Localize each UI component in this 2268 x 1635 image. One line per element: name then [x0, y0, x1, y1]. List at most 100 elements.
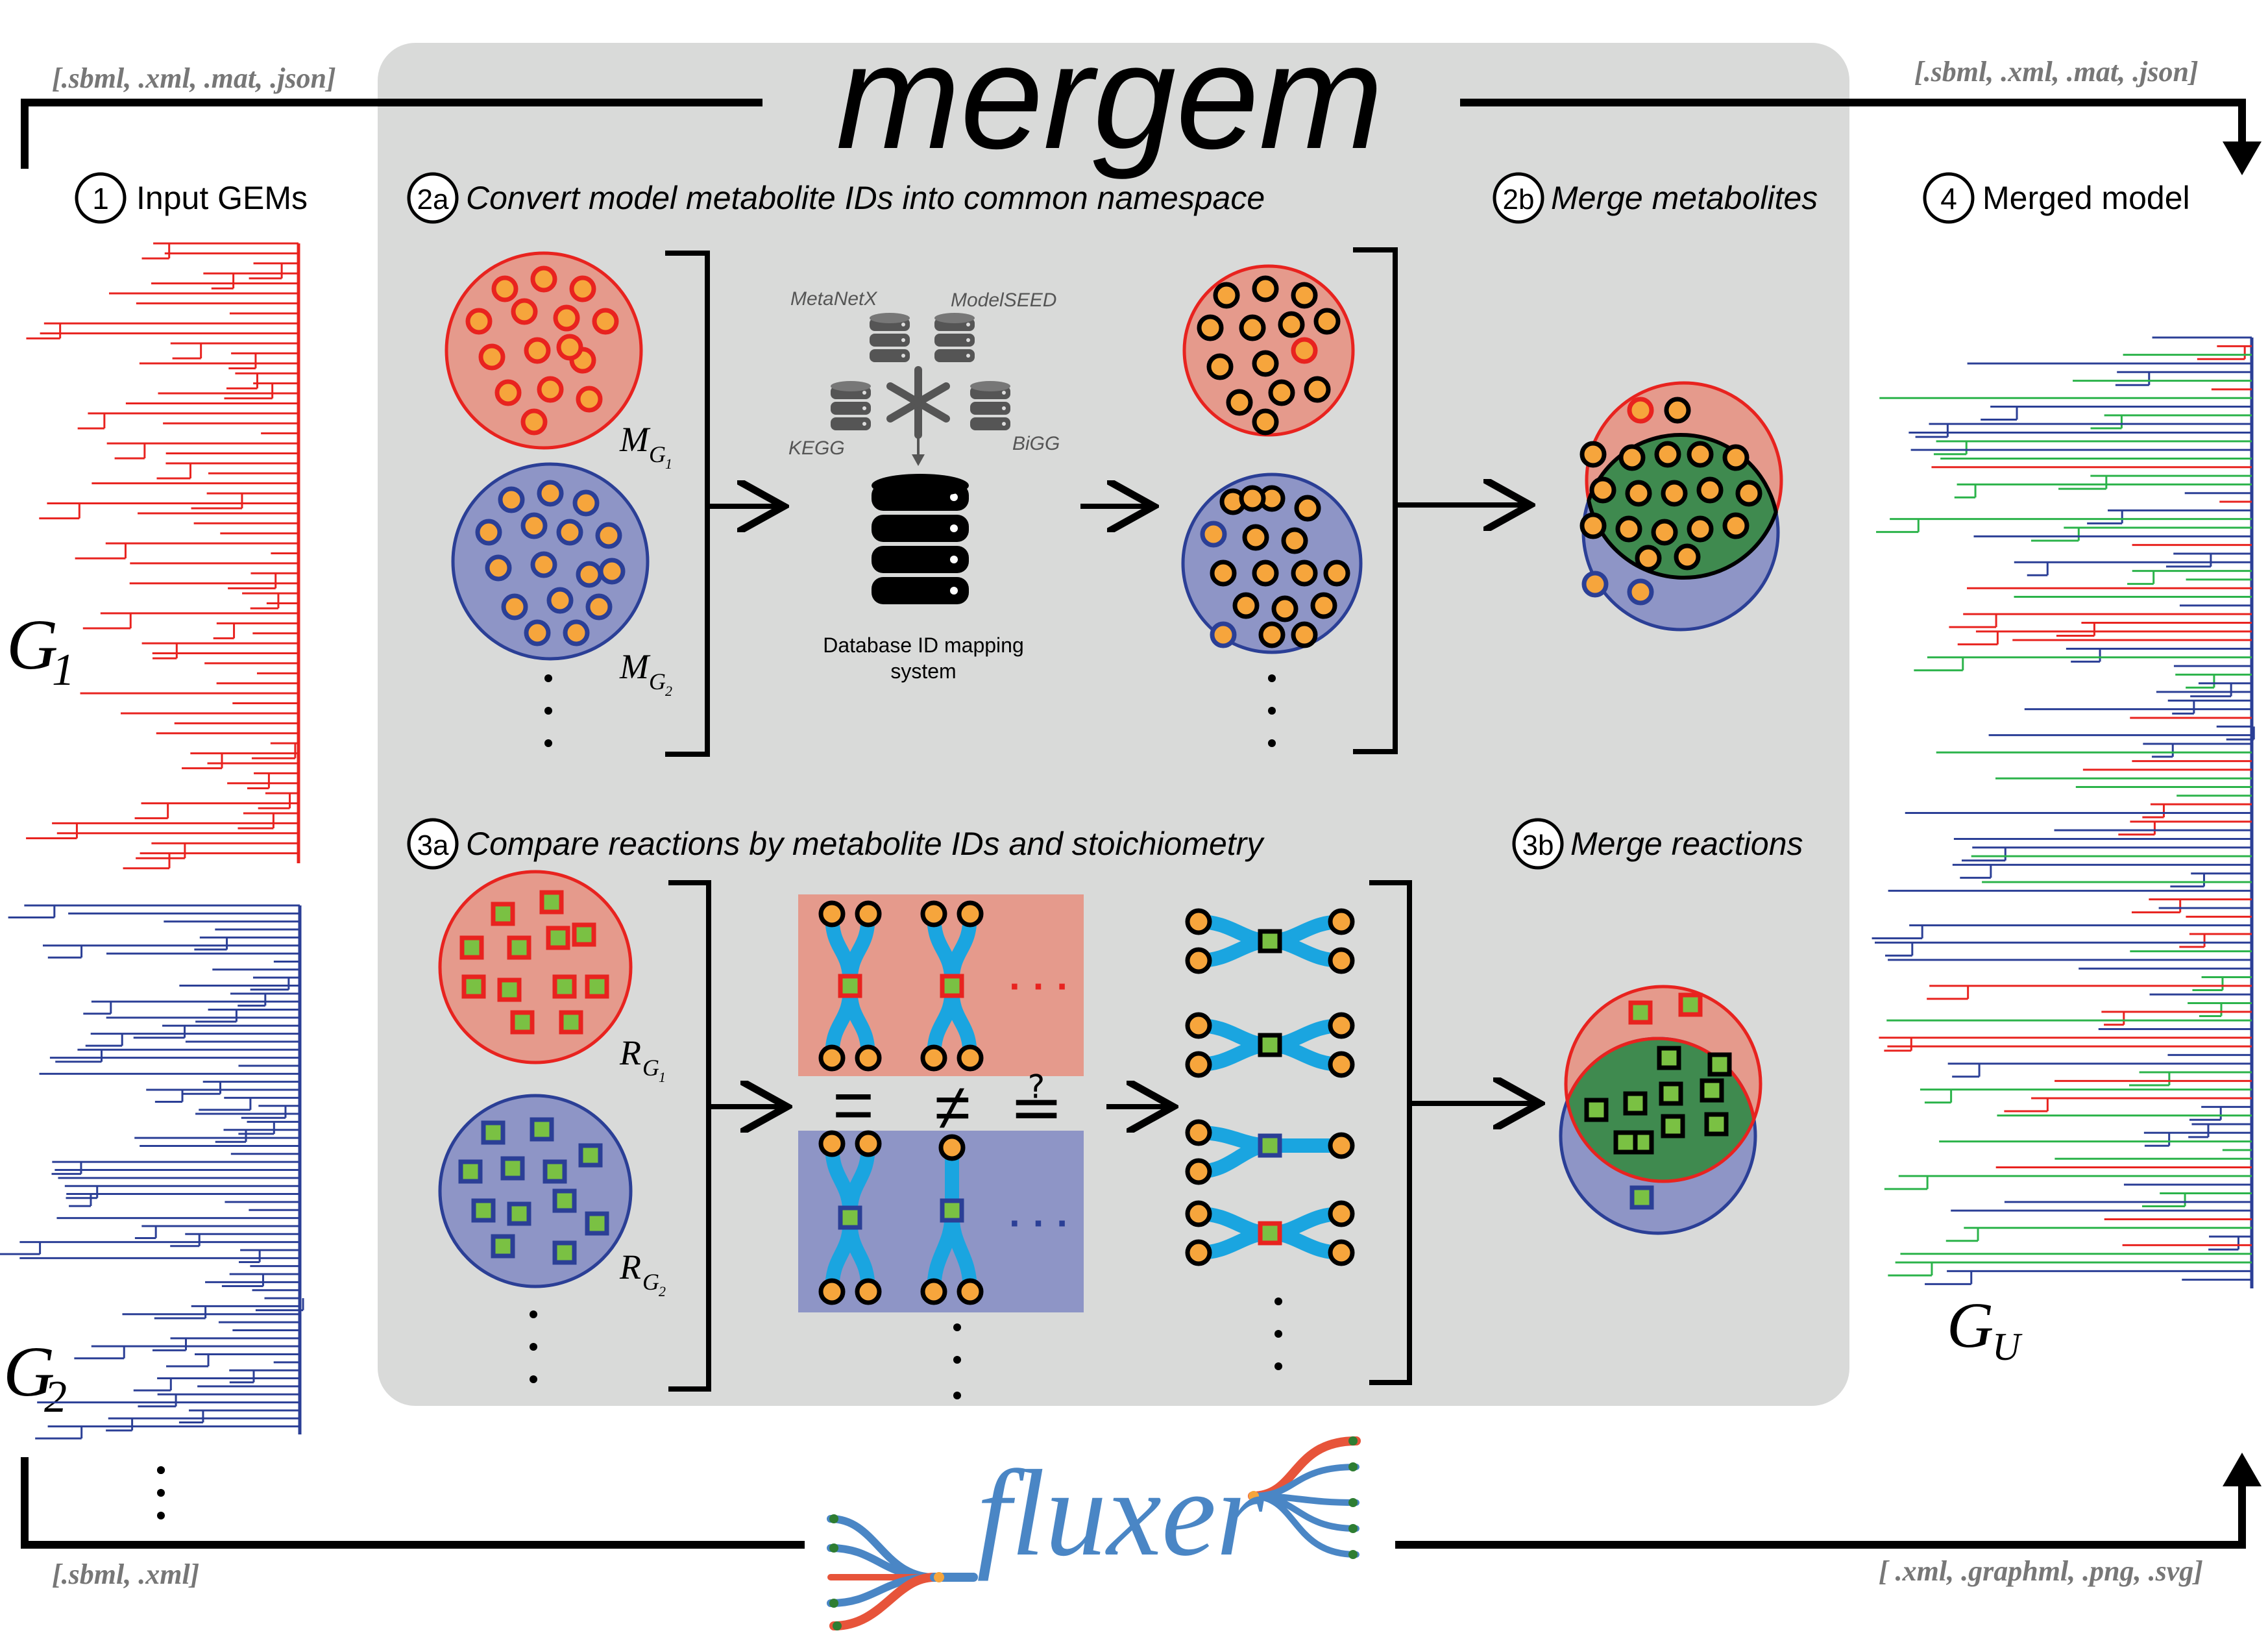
- merged-reactions-venn: [1559, 985, 1762, 1235]
- bracket-2b: [1353, 247, 1525, 754]
- step-2b-header: 2b Merge metabolites: [1493, 172, 1818, 224]
- step-3a-header: 3a Compare reactions by metabolite IDs a…: [407, 818, 1265, 870]
- db-segment: [934, 334, 975, 347]
- reaction-square: [1704, 1112, 1729, 1137]
- step-4-header: 4 Merged model: [1923, 172, 2190, 224]
- metabolite-dot: [1328, 1012, 1355, 1039]
- metabolite-dot: [1627, 397, 1654, 424]
- metabolite-dot: [1291, 559, 1318, 587]
- metabolite-dot: [1328, 1051, 1355, 1078]
- reaction-square: [1700, 1078, 1724, 1103]
- db-segment: [870, 349, 910, 362]
- merge-asterisk: [914, 399, 950, 423]
- metabolite-dot: [1323, 559, 1350, 587]
- metabolite-dot: [1674, 543, 1701, 571]
- db-led: [966, 338, 970, 342]
- metabolite-dot: [501, 593, 528, 621]
- db-arrow-head: [912, 454, 925, 466]
- reaction-square: [471, 1198, 496, 1223]
- metabolite-dot: [475, 519, 502, 546]
- set-label-rg2-sub: G: [642, 1269, 659, 1295]
- metabolites-g2-items: [475, 480, 626, 646]
- step-3a-number: 3a: [417, 830, 449, 861]
- metabolite-dot: [1252, 275, 1279, 302]
- metabolite-dot: [920, 1044, 947, 1072]
- metabolite-dot: [1722, 512, 1750, 539]
- step-2a-label: Convert model metabolite IDs into common…: [466, 180, 1265, 216]
- metabolite-dot: [524, 337, 551, 364]
- metabolite-dot: [524, 619, 551, 646]
- reaction-square: [459, 935, 484, 960]
- reactions-g1-set: [438, 870, 633, 1064]
- metabolite-dot: [494, 379, 522, 406]
- reaction-square: [1258, 1033, 1282, 1057]
- reaction-square: [585, 974, 609, 999]
- db-segment: [870, 334, 910, 347]
- compare-question-sign: ≟: [1009, 1071, 1064, 1144]
- step-2a-number: 2a: [417, 184, 449, 215]
- mg-more-dots: [544, 674, 552, 747]
- set-label-mg1-main: M: [619, 420, 651, 459]
- db-segment: [970, 402, 1010, 415]
- bracket-2a-input: [665, 251, 779, 757]
- db-segment: [970, 417, 1010, 430]
- flux-node: [829, 1599, 838, 1608]
- metabolite-dot: [1291, 282, 1318, 309]
- metabolite-dot: [1232, 592, 1260, 619]
- metabolite-dot: [530, 551, 557, 578]
- compare-not-equal-sign: ≠: [935, 1071, 971, 1144]
- reaction-square: [552, 1188, 577, 1213]
- step-3b-number: 3b: [1522, 830, 1554, 861]
- flux-node: [833, 1621, 842, 1630]
- converted-g1-set: [1182, 264, 1355, 437]
- metabolite-dot: [938, 1134, 966, 1161]
- db-segment: [872, 546, 969, 573]
- reaction-square: [940, 974, 964, 998]
- reaction-square: [1628, 1000, 1653, 1025]
- set-label-mg2: M G 2: [619, 647, 672, 699]
- metabolite-dot: [1625, 480, 1652, 507]
- reaction-merge-glyphs: [1185, 908, 1355, 1266]
- db-segment: [934, 349, 975, 362]
- metabolite-dot: [1185, 1158, 1212, 1185]
- metabolite-dot: [1281, 527, 1308, 554]
- metabolite-dot: [491, 275, 518, 302]
- metabolite-dot: [553, 304, 580, 332]
- reactions-g2-set: [438, 1094, 633, 1288]
- metabolite-dot: [576, 561, 603, 588]
- metabolite-dot: [1304, 376, 1331, 403]
- reaction-square: [585, 1211, 609, 1236]
- set-label-mg2-main: M: [619, 647, 651, 686]
- db-led: [862, 391, 866, 395]
- central-panel: [378, 43, 1849, 1406]
- fluxer-logo: [827, 1436, 1361, 1630]
- model-g1-sub: 1: [52, 645, 75, 695]
- metabolite-dot: [1581, 571, 1609, 598]
- reaction-square: [1678, 992, 1703, 1017]
- flux-edge: [1249, 1493, 1360, 1558]
- reaction-square: [552, 1240, 577, 1265]
- metabolite-dot: [556, 519, 583, 546]
- flux-node: [1348, 1462, 1358, 1471]
- metabolite-dot: [855, 1130, 882, 1157]
- db-led: [862, 422, 866, 426]
- model-g2-tree: [0, 904, 304, 1440]
- flux-edge: [1249, 1464, 1360, 1499]
- converted-more-dots: [1268, 674, 1276, 747]
- set-label-rg2-main: R: [619, 1248, 641, 1286]
- metabolites-g2-set: [451, 462, 650, 661]
- reaction-square: [1629, 1185, 1654, 1210]
- metabolite-dot: [498, 486, 525, 513]
- metabolite-dot: [818, 1044, 846, 1072]
- metabolite-dot: [1291, 621, 1318, 648]
- set-label-rg1-main: R: [619, 1033, 641, 1072]
- reaction-square: [546, 926, 570, 950]
- metabolite-dot: [818, 900, 846, 928]
- metabolite-dot: [520, 408, 548, 436]
- step-4-label: Merged model: [1982, 180, 2190, 216]
- db-led: [950, 493, 958, 501]
- metabolite-dot: [572, 489, 600, 517]
- db-mapping-label-line1: Database ID mapping: [823, 633, 1024, 657]
- metabolite-dot: [585, 593, 613, 621]
